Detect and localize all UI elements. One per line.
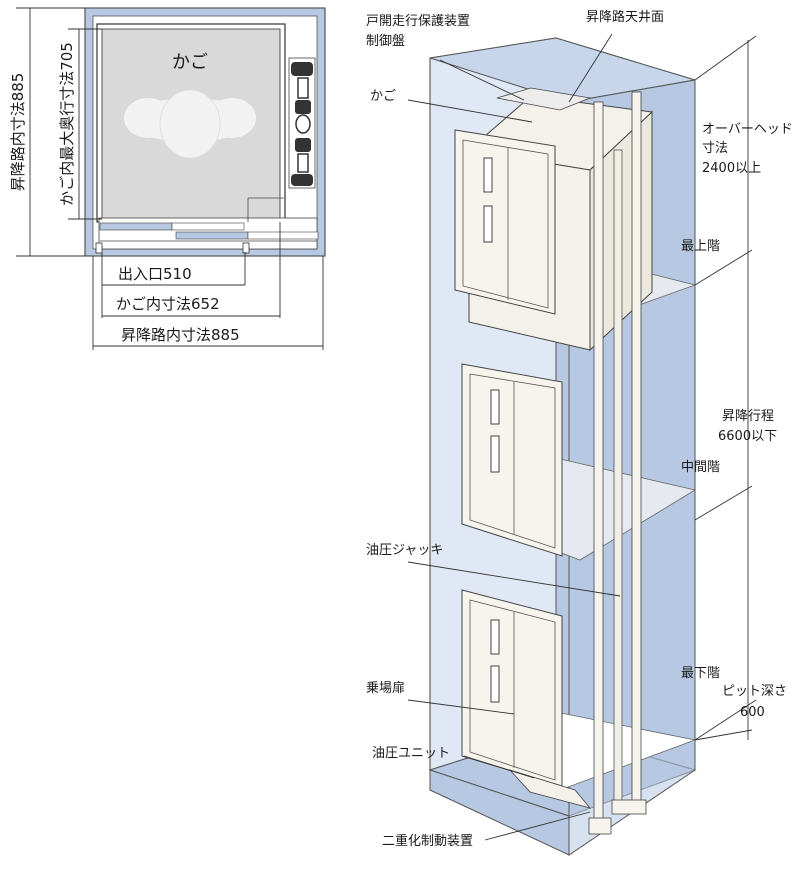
plan-dim-car-depth: かご内最大奥行寸法705: [58, 28, 102, 220]
plan-shaft-depth-label: 昇降路内寸法885: [9, 73, 27, 192]
ceiling-label: 昇降路天井面: [586, 9, 664, 25]
top-floor-label: 最上階: [681, 239, 720, 254]
overhead-label-2: 寸法: [702, 141, 728, 156]
plan-dim-shaft-depth: 昇降路内寸法885: [9, 7, 85, 257]
middle-floor-label: 中間階: [681, 460, 720, 475]
guide-rails: [588, 91, 647, 835]
shaft-front-left: [429, 769, 570, 856]
car-label: かご: [370, 88, 396, 104]
plan-car-width-label: かご内寸法652: [116, 295, 220, 313]
plan-entrance-label: 出入口510: [118, 265, 192, 283]
plan-dim-horizontal: 出入口510 かご内寸法652 昇降路内寸法885: [92, 222, 324, 350]
overhead-label-3: 2400以上: [702, 161, 761, 176]
pit-depth-label-1: ピット深さ: [722, 684, 787, 699]
hydraulic-unit: [508, 769, 592, 809]
travel-label-1: 昇降行程: [722, 409, 774, 424]
car-operating-panel-icon: [288, 57, 316, 189]
door-protect-label: 戸開走行保護装置: [366, 13, 470, 29]
plan-view: かご: [9, 7, 326, 350]
travel-label-2: 6600以下: [718, 429, 777, 444]
middle-landing-door: [461, 363, 563, 557]
plan-door-sill: [95, 197, 319, 254]
elevation-dimensions: [694, 35, 757, 741]
plan-shaft-width-label: 昇降路内寸法885: [121, 326, 240, 344]
jack-label: 油圧ジャッキ: [366, 543, 443, 558]
hydraulic-unit-label: 油圧ユニット: [372, 746, 450, 761]
bottom-landing-door: [461, 589, 563, 787]
bottom-floor-label: 最下階: [681, 666, 720, 681]
overhead-label-1: オーバーヘッド: [702, 122, 793, 137]
pit-depth-label-2: 600: [740, 705, 765, 720]
landing-door-label: 乗場扉: [366, 680, 405, 696]
elevation-view: 戸開走行保護装置 制御盤 昇降路天井面 かご オーバーヘッド 寸法 2400以上…: [366, 9, 793, 856]
plan-car-label: かご: [172, 52, 208, 73]
wheelchair-user-icon: [124, 89, 256, 159]
brake-label: 二重化制動装置: [382, 833, 473, 849]
plan-car-depth-label: かご内最大奥行寸法705: [58, 42, 76, 206]
control-panel-label: 制御盤: [366, 34, 405, 49]
leader-lines: [407, 33, 621, 841]
